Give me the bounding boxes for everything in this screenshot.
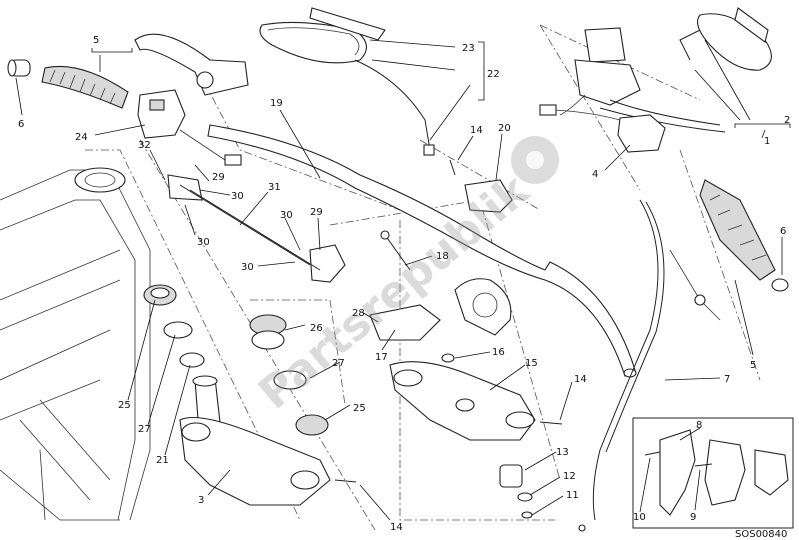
callout-18: 18 bbox=[436, 251, 449, 262]
callout-5-right: 5 bbox=[750, 360, 756, 371]
callout-31: 31 bbox=[268, 182, 281, 193]
callout-29-upper: 29 bbox=[212, 172, 225, 183]
callout-28: 28 bbox=[352, 308, 365, 319]
callout-3: 3 bbox=[198, 495, 204, 506]
callout-brackets bbox=[91, 41, 791, 139]
steering-stem-part bbox=[179, 375, 331, 506]
callout-7: 7 bbox=[724, 374, 730, 385]
callout-30-b: 30 bbox=[197, 237, 210, 248]
left-lever-part bbox=[134, 33, 249, 96]
callout-10: 10 bbox=[633, 512, 646, 523]
riser-clamp-part bbox=[309, 179, 513, 283]
detail-inset bbox=[632, 417, 794, 529]
right-master-cylinder-part bbox=[559, 27, 726, 133]
top-yoke-part bbox=[389, 361, 536, 441]
leader-lines bbox=[15, 39, 783, 521]
callout-30-c: 30 bbox=[280, 210, 293, 221]
callout-11: 11 bbox=[566, 490, 579, 501]
callout-32: 32 bbox=[138, 140, 151, 151]
right-grip-part bbox=[699, 179, 789, 292]
right-switch-part bbox=[539, 104, 666, 153]
callout-4: 4 bbox=[592, 169, 598, 180]
right-mirror-part bbox=[679, 7, 772, 71]
callout-26: 26 bbox=[310, 323, 323, 334]
callout-16: 16 bbox=[492, 347, 505, 358]
callout-25-left: 25 bbox=[118, 400, 131, 411]
callout-19: 19 bbox=[270, 98, 283, 109]
small-hardware bbox=[167, 159, 563, 519]
callout-20: 20 bbox=[498, 123, 511, 134]
callout-29-lower: 29 bbox=[310, 207, 323, 218]
callout-labels: 1 2 3 4 5 5 6 6 7 8 9 10 11 12 13 14 14 … bbox=[18, 35, 790, 533]
callout-2: 2 bbox=[784, 115, 790, 126]
callout-14-lower: 14 bbox=[390, 522, 403, 533]
callout-6-right: 6 bbox=[780, 226, 786, 237]
callout-8: 8 bbox=[696, 420, 702, 431]
left-grip-part bbox=[7, 59, 129, 109]
left-switch-part bbox=[137, 89, 242, 166]
watermark-gear-icon bbox=[511, 136, 559, 184]
frame-part bbox=[0, 167, 151, 521]
callout-13: 13 bbox=[556, 447, 569, 458]
callout-12: 12 bbox=[563, 471, 576, 482]
bearing-rings bbox=[143, 284, 329, 436]
callout-6-left: 6 bbox=[18, 119, 24, 130]
callout-30-a: 30 bbox=[231, 191, 244, 202]
callout-27-left: 27 bbox=[138, 424, 151, 435]
callout-27-right: 27 bbox=[332, 358, 345, 369]
callout-5-left: 5 bbox=[93, 35, 99, 46]
callout-24: 24 bbox=[75, 132, 88, 143]
instrument-bracket-part bbox=[369, 278, 512, 341]
callout-17: 17 bbox=[375, 352, 388, 363]
callout-15: 15 bbox=[525, 358, 538, 369]
callout-30-d: 30 bbox=[241, 262, 254, 273]
callout-14-right: 14 bbox=[574, 374, 587, 385]
callout-21: 21 bbox=[156, 455, 169, 466]
callout-1: 1 bbox=[764, 136, 770, 147]
callout-14-upper: 14 bbox=[470, 125, 483, 136]
throttle-cable-part bbox=[578, 199, 721, 532]
left-mirror-part bbox=[259, 7, 435, 156]
callout-23: 23 bbox=[462, 43, 475, 54]
callout-9: 9 bbox=[690, 512, 696, 523]
callout-22: 22 bbox=[487, 69, 500, 80]
callout-25-right: 25 bbox=[353, 403, 366, 414]
diagram-code: SOS00840 bbox=[735, 529, 787, 540]
